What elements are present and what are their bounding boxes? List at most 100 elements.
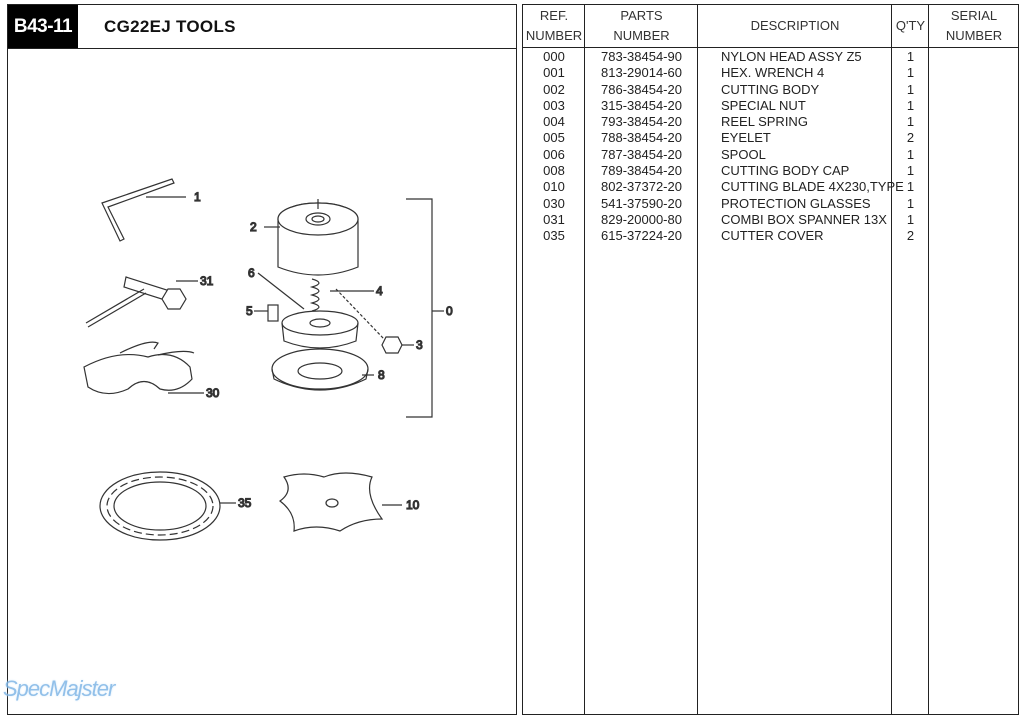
callout-6: 6 xyxy=(248,266,255,280)
column-divider xyxy=(892,5,929,714)
ref-cell: 030 xyxy=(543,195,565,211)
header-text: SERIAL xyxy=(950,8,998,23)
header-text: NUMBER xyxy=(613,28,670,43)
part-number-cell: 787-38454-20 xyxy=(601,146,682,162)
parts-table: REF. NUMBER PARTS NUMBER DESCRIPTION Q'T… xyxy=(522,4,1019,715)
ref-cell: 000 xyxy=(543,49,565,64)
page-code: B43-11 xyxy=(8,5,78,48)
part-number-cell: 315-38454-20 xyxy=(601,97,682,113)
assembly-bracket xyxy=(406,198,444,418)
header-text: REF. xyxy=(539,8,569,23)
table-row: 000 783-38454-90 NYLON HEAD ASSY Z5 1 xyxy=(523,49,1018,65)
header-ref-number: REF. NUMBER xyxy=(523,5,585,48)
ref-cell: 004 xyxy=(543,114,565,130)
ref-cell: 031 xyxy=(543,211,565,227)
header-text: NUMBER xyxy=(945,28,1003,43)
eyelet-drawing xyxy=(254,304,279,322)
ref-cell: 005 xyxy=(543,130,565,146)
hex-wrench-drawing xyxy=(101,178,186,242)
column-divider xyxy=(523,5,585,714)
cutting-body-cap-drawing xyxy=(271,348,374,391)
header-description: DESCRIPTION xyxy=(750,18,840,33)
header-text: NUMBER xyxy=(525,28,583,43)
callout-10: 10 xyxy=(406,498,420,512)
ref-cell: 001 xyxy=(543,65,565,81)
illustration-panel: B43-11 CG22EJ TOOLS 1 31 30 xyxy=(7,4,517,715)
cutter-cover-drawing xyxy=(99,471,236,541)
description-cell: PROTECTION GLASSES xyxy=(721,195,871,211)
description-cell: CUTTER COVER xyxy=(721,228,824,244)
cutting-blade-drawing xyxy=(278,472,402,532)
page-header: B43-11 CG22EJ TOOLS xyxy=(8,5,516,49)
description-cell: CUTTING BLADE 4X230,TYPE xyxy=(721,179,904,195)
header-parts-number: PARTS NUMBER xyxy=(585,5,698,48)
qty-cell: 1 xyxy=(906,179,915,195)
callout-4: 4 xyxy=(376,284,383,298)
callout-1: 1 xyxy=(194,190,201,204)
qty-cell: 2 xyxy=(906,130,915,146)
table-row: 004 793-38454-20 REEL SPRING 1 xyxy=(523,114,1018,130)
callout-5: 5 xyxy=(246,304,253,318)
qty-cell: 1 xyxy=(906,97,915,113)
page-title: CG22EJ TOOLS xyxy=(104,17,236,36)
table-body: 000 783-38454-90 NYLON HEAD ASSY Z5 1 001 813… xyxy=(523,49,1018,245)
table-row: 030 541-37590-20 PROTECTION GLASSES 1 xyxy=(523,196,1018,212)
qty-cell: 1 xyxy=(906,65,915,81)
qty-cell: 2 xyxy=(906,228,915,244)
protection-glasses-drawing xyxy=(83,341,204,395)
callout-3: 3 xyxy=(416,338,423,352)
table-row: 008 789-38454-20 CUTTING BODY CAP 1 xyxy=(523,163,1018,179)
description-cell: EYELET xyxy=(721,130,771,146)
ref-cell: 008 xyxy=(543,163,565,179)
combi-spanner-drawing xyxy=(85,276,198,328)
header-serial-number: SERIAL NUMBER xyxy=(929,5,1019,48)
column-divider xyxy=(585,5,698,714)
part-number-cell: 829-20000-80 xyxy=(601,211,682,227)
exploded-parts-diagram: 1 31 30 2 xyxy=(83,178,454,541)
table-row: 001 813-29014-60 HEX. WRENCH 4 1 xyxy=(523,65,1018,81)
description-cell: HEX. WRENCH 4 xyxy=(721,65,825,81)
callout-31: 31 xyxy=(200,274,214,288)
reel-spring-drawing xyxy=(309,278,374,312)
description-cell: SPOOL xyxy=(721,146,766,162)
description-cell: CUTTING BODY xyxy=(721,81,820,97)
qty-cell: 1 xyxy=(906,49,915,64)
spool-drawing xyxy=(257,272,359,349)
ref-cell: 010 xyxy=(543,179,565,195)
watermark: SpecMajster xyxy=(3,676,115,701)
description-cell: CUTTING BODY CAP xyxy=(721,163,850,179)
description-cell: COMBI BOX SPANNER 13X xyxy=(721,211,887,227)
part-number-cell: 789-38454-20 xyxy=(601,163,682,179)
table-row: 031 829-20000-80 COMBI BOX SPANNER 13X 1 xyxy=(523,212,1018,228)
qty-cell: 1 xyxy=(906,81,915,97)
column-divider xyxy=(698,5,892,714)
qty-cell: 1 xyxy=(906,195,915,211)
callout-30: 30 xyxy=(206,386,220,400)
callout-2: 2 xyxy=(250,220,257,234)
part-number-cell: 783-38454-90 xyxy=(601,49,682,64)
callout-35: 35 xyxy=(238,496,252,510)
qty-cell: 1 xyxy=(906,163,915,179)
qty-cell: 1 xyxy=(906,211,915,227)
header-text: PARTS xyxy=(620,8,663,23)
header-qty: Q'TY xyxy=(895,18,926,33)
description-cell: SPECIAL NUT xyxy=(721,97,806,113)
qty-cell: 1 xyxy=(906,146,915,162)
qty-cell: 1 xyxy=(906,114,915,130)
part-number-cell: 802-37372-20 xyxy=(601,179,682,195)
part-number-cell: 541-37590-20 xyxy=(601,195,682,211)
part-number-cell: 813-29014-60 xyxy=(601,65,682,81)
cutting-body-drawing xyxy=(264,199,359,276)
callout-8: 8 xyxy=(378,368,385,382)
description-cell: NYLON HEAD ASSY Z5 xyxy=(721,49,862,64)
callout-0: 0 xyxy=(446,304,453,318)
part-number-cell: 793-38454-20 xyxy=(601,114,682,130)
ref-cell: 002 xyxy=(543,81,565,97)
description-cell: REEL SPRING xyxy=(721,114,808,130)
